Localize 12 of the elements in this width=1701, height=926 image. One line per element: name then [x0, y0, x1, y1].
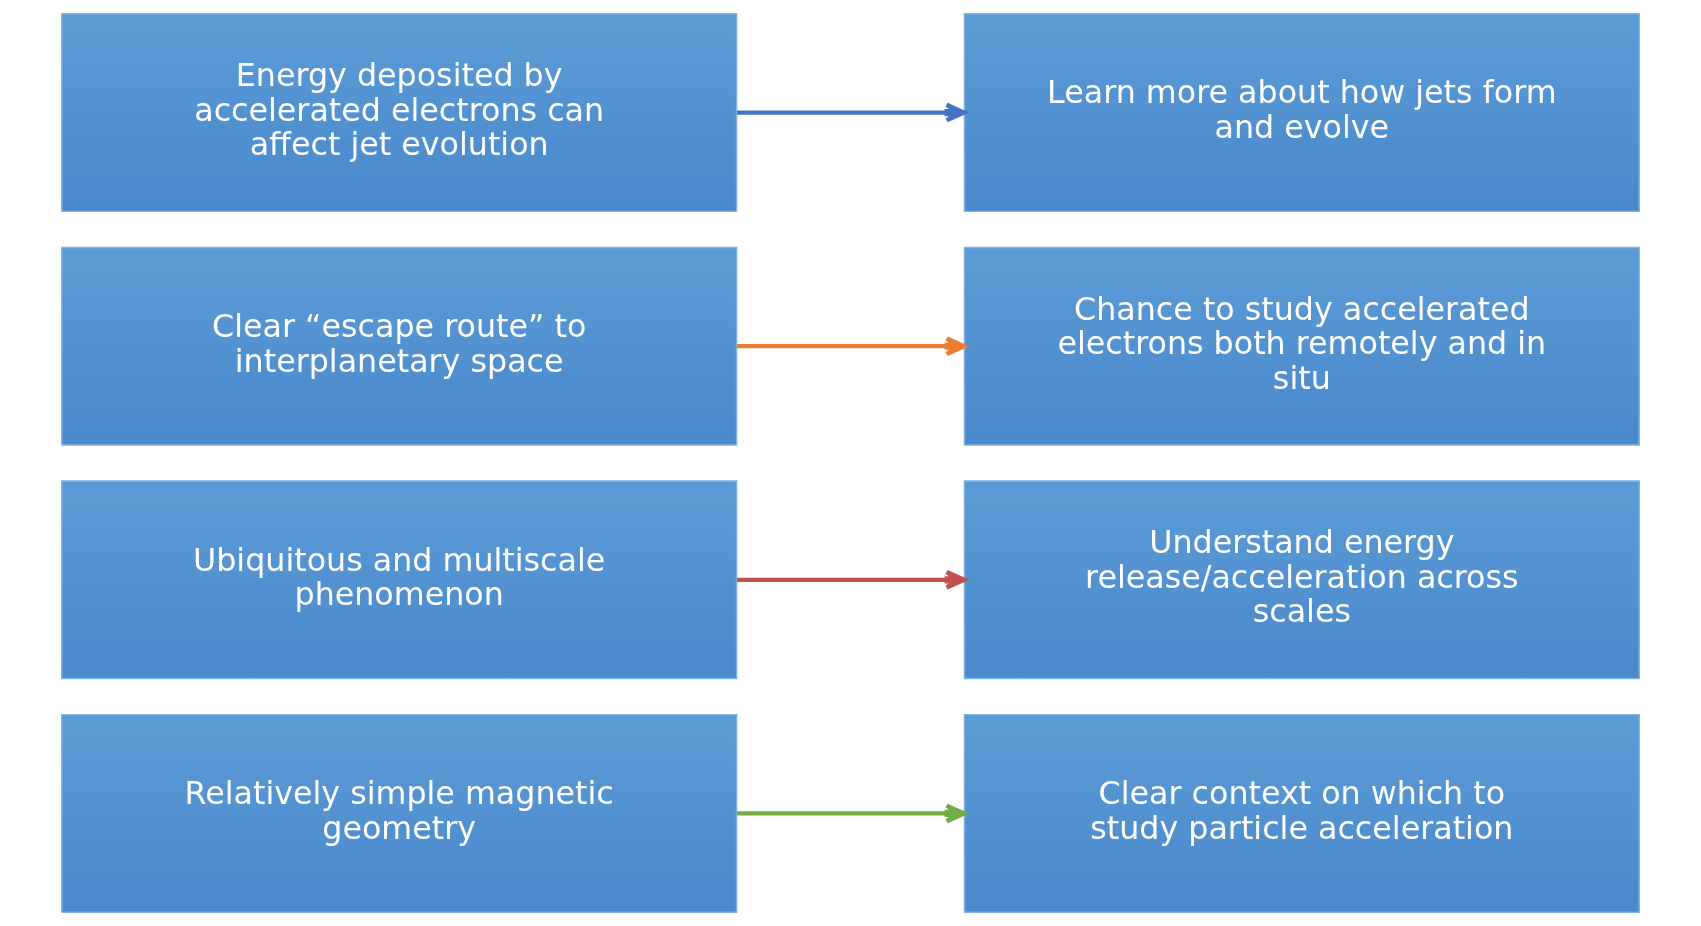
node-box: Chance to study accelerated electrons both remotely and in situ: [963, 246, 1640, 446]
arrow: [736, 569, 967, 590]
node-box: Clear “escape route” to interplanetary space: [61, 246, 738, 446]
node-box: Clear context on which to study particle acceleration: [963, 713, 1640, 913]
arrow: [736, 102, 967, 123]
node-box: Learn more about how jets form and evolve: [963, 13, 1640, 213]
node-box: Energy deposited by accelerated electrons can affect jet evolution: [61, 13, 738, 213]
node-box: Ubiquitous and multiscale phenomenon: [61, 480, 738, 680]
arrow: [736, 336, 967, 357]
arrow: [736, 803, 967, 824]
node-box: Relatively simple magnetic geometry: [61, 713, 738, 913]
node-box: Understand energy release/acceleration across scales: [963, 480, 1640, 680]
